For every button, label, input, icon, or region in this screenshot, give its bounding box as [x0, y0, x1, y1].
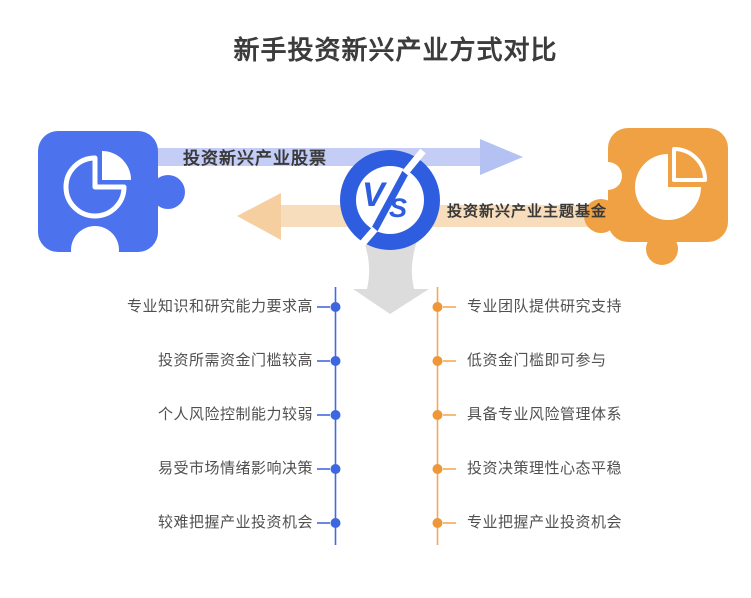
right-item-1: 专业团队提供研究支持 — [467, 298, 623, 315]
left-item-5: 较难把握产业投资机会 — [157, 514, 313, 531]
right-item-4: 投资决策理性心态平稳 — [467, 460, 623, 477]
lightning-bolt-icon — [367, 164, 413, 238]
bullet-dot-icon — [432, 302, 443, 312]
right-item-3: 具备专业风险管理体系 — [467, 406, 623, 423]
right-item-5: 专业把握产业投资机会 — [467, 514, 623, 531]
right-timeline — [432, 287, 456, 545]
left-puzzle-piece-icon — [38, 131, 185, 274]
left-item-3: 个人风险控制能力较弱 — [157, 406, 313, 423]
left-item-2: 投资所需资金门槛较高 — [157, 352, 313, 369]
left-item-1: 专业知识和研究能力要求高 — [126, 298, 313, 315]
right-item-2: 低资金门槛即可参与 — [467, 352, 607, 369]
bullet-dot-icon — [432, 518, 443, 528]
page-title: 新手投资新兴产业方式对比 — [233, 35, 558, 65]
vs-badge-icon: V S — [340, 148, 440, 254]
bullet-dot-icon — [432, 356, 443, 366]
pie-chart-filled-icon — [635, 147, 707, 220]
bullet-dot-icon — [330, 410, 341, 420]
left-timeline — [317, 287, 341, 545]
bullet-dot-icon — [432, 410, 443, 420]
bullet-dot-icon — [330, 518, 341, 528]
right-puzzle-piece-icon — [584, 128, 728, 265]
vs-letter-s: S — [389, 193, 407, 223]
bullet-dot-icon — [330, 302, 341, 312]
bullet-dot-icon — [330, 356, 341, 366]
pie-chart-outline-icon — [63, 151, 131, 219]
left-item-4: 易受市场情绪影响决策 — [157, 460, 313, 477]
left-method-label: 投资新兴产业股票 — [183, 149, 327, 168]
right-method-label: 投资新兴产业主题基金 — [447, 203, 608, 220]
bullet-dot-icon — [432, 464, 443, 474]
bullet-dot-icon — [330, 464, 341, 474]
vs-letter-v: V — [362, 176, 388, 214]
